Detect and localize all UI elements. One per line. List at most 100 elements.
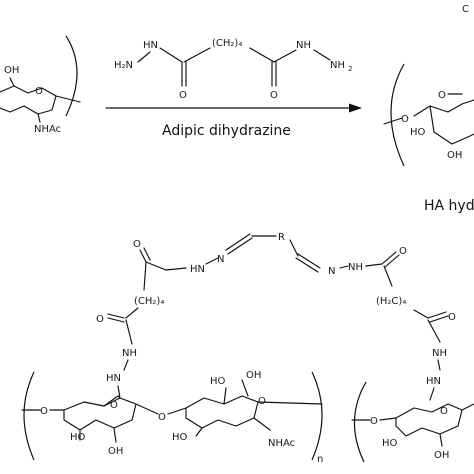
label-n-right: N	[328, 266, 335, 277]
label-h2n: H₂N	[114, 60, 133, 71]
right-chain-out	[461, 403, 474, 411]
label-nhac-top: NHAc	[34, 124, 61, 135]
label-product-oh: OH	[447, 150, 462, 161]
label-nhac-bottom: NHAc	[268, 438, 295, 449]
imine-left-a	[225, 233, 251, 251]
nh-nh-left	[123, 359, 129, 371]
link2	[135, 403, 159, 415]
co-right2-double-b	[429, 315, 449, 323]
product-caption: HA hyd	[424, 198, 474, 214]
label-trunc-c: C	[462, 4, 469, 15]
label-o-co-right: O	[399, 246, 407, 257]
link3	[167, 407, 187, 415]
label-n-index: n	[317, 454, 323, 465]
bond-nn-right	[339, 265, 349, 269]
imine-right-b	[297, 253, 321, 269]
glcua-ring	[63, 397, 137, 431]
label-product-ho: HO	[410, 127, 426, 138]
bond-nn-left	[205, 257, 219, 265]
label-o-link-right: O	[370, 416, 378, 427]
co-left-double-b	[143, 247, 151, 261]
label-h2c-4-right: (H₂C)₄	[376, 296, 406, 307]
label-ho-glcnac2: HO	[172, 432, 188, 443]
label-right-ring-o: O	[440, 406, 448, 417]
bond-to-co-left	[165, 267, 187, 271]
chain-left-bottom	[125, 307, 139, 319]
label-nh-left1: NH	[122, 348, 137, 359]
nhac-bond	[37, 113, 41, 123]
bond-d	[249, 47, 275, 63]
sugar-ring-top-left	[0, 85, 57, 115]
bracket-bottom-right-open	[353, 381, 367, 463]
bond-b	[159, 47, 183, 63]
reagent-adipic-dihydrazide: H₂N HN O (CH₂)₄ O NH NH 2	[114, 38, 352, 101]
label-o-co-left: O	[133, 239, 141, 250]
co-left-arm	[145, 261, 167, 271]
chain-right-bottom	[413, 309, 429, 319]
glycosidic-bond	[55, 95, 81, 103]
bond-to-co-right	[365, 263, 383, 267]
label-product-o: O	[401, 114, 409, 125]
glcua-oh2-bond	[113, 427, 117, 443]
label-o-left: O	[179, 90, 187, 101]
hn-to-co-right	[429, 387, 435, 401]
chain-right-top	[383, 265, 393, 287]
label-hn-left1: HN	[106, 373, 121, 384]
label-nh2-sub: 2	[348, 65, 352, 73]
co-left2-double-b	[107, 317, 125, 323]
label-glcnac-ring-o: O	[258, 396, 266, 407]
label-ch2-4-reagent: (CH₂)₄	[212, 38, 242, 49]
chain-left-top	[143, 261, 147, 291]
product-linker	[383, 117, 403, 125]
label-nh-right2: NH	[432, 348, 447, 359]
glcua-carboxyl	[117, 395, 121, 399]
product-bracket-left	[390, 63, 405, 167]
reaction-arrow	[105, 103, 362, 113]
imine-left-b	[227, 237, 253, 255]
product-ring-bottom	[429, 105, 474, 145]
glcua-carboxyl-bond	[103, 395, 119, 407]
glcnac-ring	[185, 395, 259, 429]
label-product-o2: O	[438, 90, 446, 101]
label-glcua-ring-o: O	[110, 400, 118, 411]
ha-disaccharide-bottom-left: n O O HO OH O HO OH O HO NHAc	[21, 370, 323, 465]
bond-c	[183, 47, 211, 63]
bond-e	[273, 49, 297, 63]
label-ho-right: HO	[382, 438, 398, 449]
glcnac-o-bond	[195, 427, 203, 437]
chain-out	[257, 401, 323, 405]
label-hn-left: HN	[143, 40, 158, 51]
label-ho-bottom1: HO	[70, 432, 86, 443]
label-o-co-right2: O	[448, 312, 456, 323]
ha-hydrazide-product: C O O HO OH	[383, 4, 474, 167]
bond-from-r	[289, 239, 299, 257]
co-right-double-a	[381, 251, 397, 265]
label-o-co-left2: O	[96, 314, 104, 325]
label-oh-bottom1: OH	[108, 446, 123, 457]
bracket-bottom-left-close	[311, 371, 323, 461]
label-oh-right: OH	[434, 450, 449, 461]
co-right2-double-a	[427, 311, 447, 319]
label-ring-o: O	[35, 86, 43, 97]
label-o-link1: O	[40, 406, 48, 417]
label-ho-glcnac: HO	[210, 376, 226, 387]
glcnac-ch2-bond	[241, 379, 249, 397]
crosslinker: R N HN O (CH₂)₄ O NH HN N NH O (H₂C)₄	[96, 232, 456, 401]
label-oh: OH	[4, 65, 19, 76]
label-nh-right: NH	[296, 40, 311, 51]
bond-f	[313, 49, 331, 61]
label-nh-right-link: NH	[348, 262, 363, 273]
ha-unit-top-left: OH O NHAc	[0, 35, 81, 135]
reagent-caption: Adipic dihydrazine	[162, 123, 291, 139]
right-ring	[395, 403, 463, 437]
label-n-left: N	[217, 254, 224, 265]
bracket-bottom-left-open	[23, 371, 35, 461]
label-ch2-4-left: (CH₂)₄	[134, 296, 164, 307]
nh-nh-right	[437, 359, 441, 371]
glcnac-ch2oh-bond	[223, 387, 227, 405]
link-right	[379, 417, 397, 421]
glcnac-nhac-bond	[253, 417, 271, 431]
hn-to-co-left	[117, 385, 121, 399]
